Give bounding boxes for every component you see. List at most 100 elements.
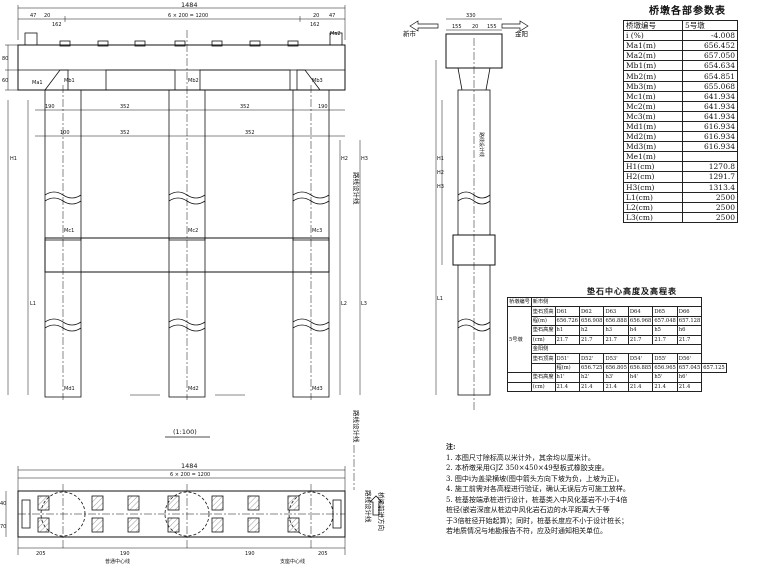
- note-item: 3. 图中i为盖梁横坡(图中箭头方向下坡为负，上坡为正)。: [446, 474, 624, 483]
- table-row: 桥墩编号 新市侧: [507, 296, 727, 308]
- top-dim-right-3: 47: [329, 13, 335, 19]
- plan-bottom-dim-3: 190: [245, 551, 255, 557]
- front-elevation-labels: 1484 6 × 200 = 1200 47 20 162 162 20 47 …: [2, 1, 368, 443]
- plan-bottom-dim-2: 190: [120, 551, 130, 557]
- bearing-elev: 657.125: [701, 362, 727, 374]
- point-Mb1: Mb1: [64, 78, 75, 84]
- plan-left-dim-2: 70: [0, 524, 6, 530]
- bearing-h: 21.4: [554, 381, 580, 392]
- centerline-label-lower: 路线设计线: [352, 410, 361, 443]
- bearing-id: D61: [554, 306, 580, 317]
- pier-dim-6: 352: [120, 130, 130, 136]
- side-elevation-labels: 330 155 20 155 新市 金阳 H1 H2 H3 L1 路线设计线: [403, 13, 528, 302]
- table-row: L2(cm)2500: [623, 201, 738, 213]
- plan-bottom-dim-1: 205: [36, 551, 46, 557]
- bearing-h: 21.7: [676, 334, 703, 345]
- bearing-id: D55': [652, 353, 678, 364]
- bearing-id: D56': [676, 353, 703, 364]
- note-item: 2. 本桥墩采用GJZ 350×450×49型板式橡胶支座。: [446, 464, 609, 472]
- table-row: 金阳侧: [508, 343, 727, 355]
- param-key: Mc3(m): [623, 110, 683, 122]
- bearing-id: D64: [627, 306, 654, 317]
- point-Md2: Md2: [188, 386, 199, 392]
- plan-span-dim: 6 × 200 = 1200: [170, 472, 210, 478]
- side-L1: L1: [437, 296, 443, 302]
- table-row: 程(m) 656.726 656.908 656.888 656.968 657…: [508, 315, 727, 327]
- bearing-hid: h3: [603, 325, 629, 336]
- plan-direction-note: 桥梁前进方向: [377, 492, 386, 531]
- top-dim-left-3: 162: [52, 22, 62, 28]
- side-H2: H2: [437, 170, 444, 176]
- table-row: 程(m) 656.725 656.805 656.885 656.965 657…: [508, 362, 727, 374]
- bearing-h: 21.7: [578, 334, 605, 345]
- param-key: H1(cm): [623, 161, 683, 173]
- side-direction-right: 金阳: [515, 29, 528, 38]
- pier-dim-2: 352: [120, 104, 130, 110]
- point-Ma1: Ma1: [32, 80, 43, 86]
- table-row: H2(cm)1291.7: [623, 171, 738, 183]
- table-row: L3(cm)2500: [623, 211, 738, 223]
- pier-dim-4: 190: [318, 104, 328, 110]
- plan-label-right: 支座中心线: [280, 558, 305, 565]
- plan-bottom-dim-4: 205: [318, 551, 328, 557]
- param-key: i (%): [623, 30, 683, 42]
- length-L3: L3: [361, 301, 367, 307]
- pier-dim-5: 100: [60, 130, 70, 136]
- bearing-table-title: 垫石中心高度及高程表: [587, 286, 677, 296]
- span-dim: 6 × 200 = 1200: [168, 13, 208, 19]
- table-row: Mc1(m)641.934: [623, 90, 738, 102]
- bearing-side-b: 金阳侧: [530, 343, 703, 355]
- top-dim-right-1: 162: [310, 22, 320, 28]
- side-dim-1: 155: [452, 24, 462, 30]
- bearing-hid: h3': [603, 372, 629, 383]
- bearing-pier: 5号墩: [507, 306, 532, 374]
- table-row: 垫石高度 h1 h2 h3 h4 h5 h6: [508, 325, 727, 336]
- point-Mc1: Mc1: [64, 228, 74, 234]
- param-value: 1313.4: [682, 181, 738, 193]
- bearing-id: D53': [603, 353, 629, 364]
- side-dim-3: 155: [487, 24, 497, 30]
- plan-centerline-label: 路线设计线: [364, 490, 373, 523]
- bearing-h: 21.7: [554, 334, 580, 345]
- bearing-h-label: 垫石高度: [530, 325, 556, 336]
- table-row: Mb2(m)654.851: [623, 70, 738, 82]
- bearing-hid: h4: [627, 325, 654, 336]
- bearing-h: 21.4: [676, 381, 703, 392]
- side-dim-2: 20: [472, 24, 478, 30]
- param-key: Md3(m): [623, 141, 683, 153]
- bearing-id: D65: [652, 306, 678, 317]
- param-value: 2500: [682, 211, 738, 223]
- param-table-title: 桥墩各部参数表: [649, 6, 726, 17]
- param-key: Me1(m): [623, 151, 683, 163]
- bearing-elev-unit: 程(m): [530, 315, 556, 327]
- table-row: Md3(m)616.934: [623, 141, 738, 153]
- bearing-hid: h6: [676, 325, 703, 336]
- point-Ma2: Ma2: [330, 31, 341, 37]
- top-dim-left-2: 20: [44, 13, 50, 19]
- table-row: Me1(m): [623, 151, 738, 163]
- bearing-hid: h4': [627, 372, 654, 383]
- point-Mb2: Mb2: [188, 78, 199, 84]
- pier-dim-3: 352: [240, 104, 250, 110]
- bearing-h: 21.4: [603, 381, 629, 392]
- top-dim-left-1: 47: [30, 13, 36, 19]
- height-H1: H1: [10, 156, 17, 162]
- param-key: L3(cm): [623, 211, 683, 223]
- bearing-h: 21.7: [603, 334, 629, 345]
- param-value: 654.851: [682, 70, 738, 82]
- table-row: Ma1(m)656.452: [623, 40, 738, 52]
- bearing-elev: 657.128: [676, 315, 703, 327]
- length-L2: L2: [341, 301, 347, 307]
- table-row: Md2(m)616.934: [623, 131, 738, 143]
- param-value: 616.934: [682, 131, 738, 143]
- param-value: 656.452: [682, 40, 738, 52]
- bearing-hid: h6': [676, 372, 703, 383]
- param-key: L2(cm): [623, 201, 683, 213]
- table-row: Mc3(m)641.934: [623, 110, 738, 122]
- bearing-elev: 656.805: [603, 362, 629, 374]
- param-value: 616.934: [682, 120, 738, 133]
- param-value: [682, 151, 738, 163]
- bearing-id: D51': [554, 353, 580, 364]
- bearing-hid: h1: [554, 325, 580, 336]
